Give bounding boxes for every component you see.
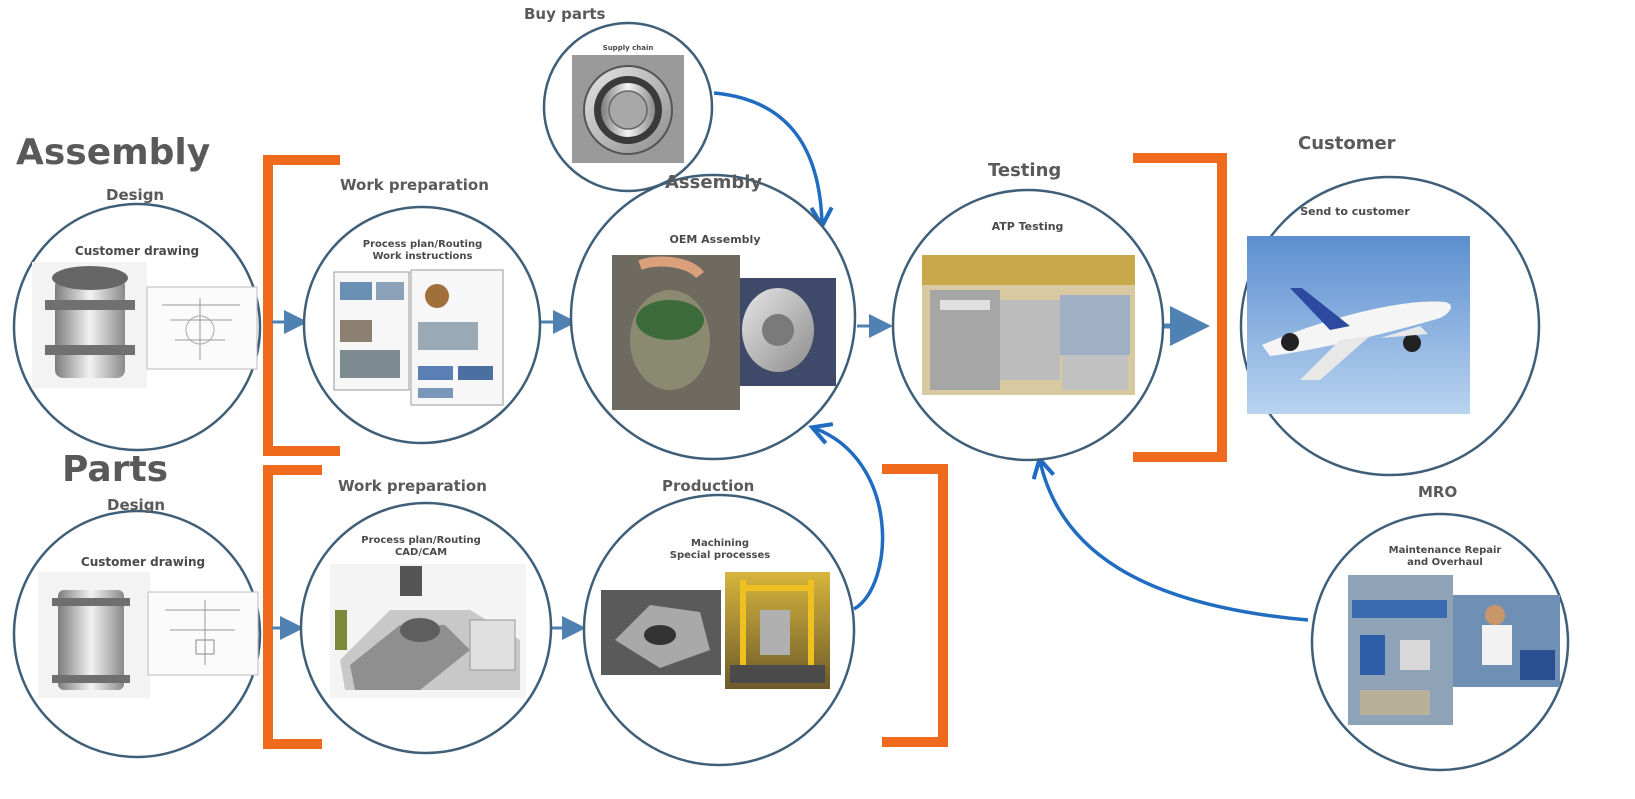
arrow-mro-to-testing (1040, 461, 1309, 622)
arrow-production-to-assembly (814, 428, 885, 611)
assembly-title: Assembly (665, 172, 763, 193)
parts-bracket-open (263, 465, 322, 749)
parts-work-prep-label: Process plan/Routing CAD/CAM (361, 535, 481, 558)
parts-bracket-close (882, 464, 948, 747)
testing-node (891, 188, 1165, 462)
atp-testing-image (922, 255, 1135, 395)
customer-drawing-image (32, 262, 258, 388)
parts-heading: Parts (62, 449, 169, 490)
cad-cam-image (330, 564, 526, 698)
customer-title: Customer (1298, 133, 1396, 154)
production-node (582, 493, 856, 767)
mro-title: MRO (1418, 483, 1458, 501)
production-title: Production (662, 477, 755, 495)
oem-assembly-image (612, 255, 836, 410)
assembly-heading: Assembly (16, 132, 211, 173)
machining-image (601, 590, 721, 675)
assembly-work-prep-label: Process plan/Routing Work instructions (362, 239, 483, 262)
assembly-node (569, 173, 857, 461)
production-label: Machining Special processes (669, 538, 771, 561)
parts-design-title: Design (107, 496, 166, 514)
arrow-buy-parts-to-assembly (713, 91, 822, 224)
assembly-bracket-close (1133, 153, 1227, 462)
mro-workshop-image (1348, 575, 1560, 725)
assembly-design-node (12, 202, 262, 452)
customer-label: Send to customer (1300, 205, 1410, 218)
testing-title: Testing (988, 160, 1062, 181)
assembly-design-title: Design (106, 186, 165, 204)
parts-customer-drawing-image (38, 572, 259, 698)
special-processes-image (725, 572, 830, 689)
mro-label: Maintenance Repair and Overhaul (1388, 545, 1502, 568)
customer-node (1239, 175, 1541, 477)
assembly-design-label: Customer drawing (74, 244, 200, 258)
parts-work-prep-title: Work preparation (338, 477, 487, 495)
bearing-image (572, 55, 684, 163)
buy-parts-node (542, 21, 714, 193)
assembly-label: OEM Assembly (669, 233, 761, 246)
parts-design-label: Customer drawing (80, 555, 206, 569)
work-instructions-image (333, 269, 504, 406)
buy-parts-label: Supply chain (602, 44, 654, 52)
airplane-image (1247, 236, 1470, 414)
assembly-bracket-open (263, 155, 340, 456)
parts-work-prep-node (299, 501, 553, 755)
assembly-work-prep-title: Work preparation (340, 176, 489, 194)
parts-design-node (12, 509, 262, 759)
mro-node (1310, 512, 1570, 772)
buy-parts-title: Buy parts (524, 5, 606, 23)
testing-label: ATP Testing (991, 220, 1064, 233)
assembly-work-prep-node (302, 205, 542, 445)
